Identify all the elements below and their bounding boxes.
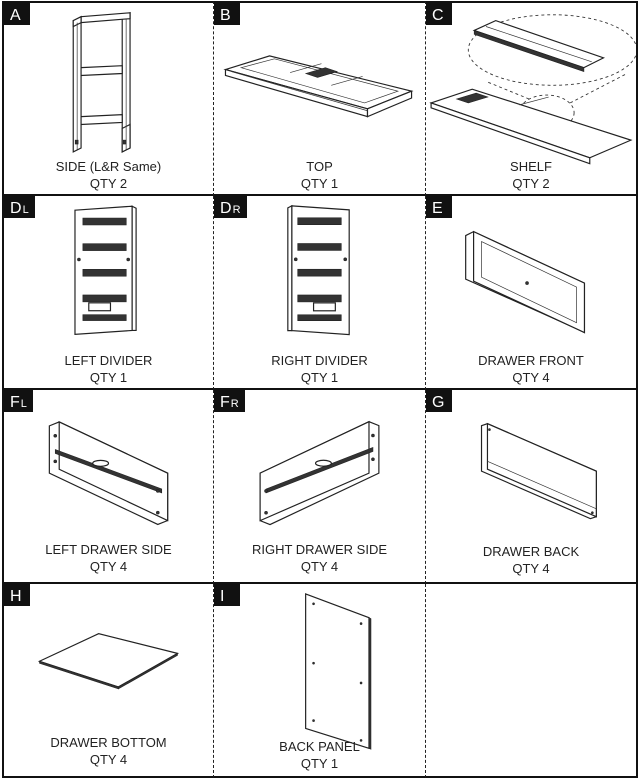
part-letter-badge: A [4, 3, 30, 25]
top-panel-illustration [223, 55, 414, 118]
part-name: LEFT DIVIDER [64, 353, 153, 368]
right-divider-illustration [287, 204, 350, 336]
part-caption: SHELF QTY 2 [426, 158, 636, 192]
part-cell-drawer-front: E DRAWER FRONT QTY 4 [426, 196, 638, 390]
part-letter-badge: I [214, 584, 240, 606]
part-name: DRAWER FRONT [478, 353, 584, 368]
part-name: DRAWER BOTTOM [50, 735, 167, 750]
part-name: LEFT DRAWER SIDE [45, 542, 172, 557]
part-cell-side: A SIDE (L&R Same) QTY 2 [2, 1, 214, 196]
part-name: BACK PANEL [279, 739, 360, 754]
part-name: RIGHT DRAWER SIDE [251, 542, 388, 557]
part-cell-shelf: C SHELF QTY 2 [426, 1, 638, 196]
part-caption: DRAWER FRONT QTY 4 [426, 352, 636, 386]
part-letter-badge: G [426, 390, 452, 412]
part-caption: BACK PANEL QTY 1 [214, 738, 425, 772]
part-caption: RIGHT DRAWER SIDE QTY 4 [214, 541, 425, 575]
part-caption: DRAWER BACK QTY 4 [426, 543, 636, 577]
back-panel-illustration [305, 593, 372, 750]
part-quantity: QTY 4 [89, 752, 128, 767]
part-quantity: QTY 4 [89, 559, 128, 574]
shelf-illustration [429, 14, 636, 165]
drawer-back-illustration [480, 422, 597, 520]
part-quantity: QTY 1 [89, 370, 128, 385]
part-caption: LEFT DRAWER SIDE QTY 4 [4, 541, 213, 575]
drawer-bottom-illustration [37, 633, 180, 690]
part-quantity: QTY 1 [300, 176, 339, 191]
part-caption: LEFT DIVIDER QTY 1 [4, 352, 213, 386]
empty-cell [426, 584, 638, 778]
part-name: TOP [306, 159, 333, 174]
part-cell-back-panel: I BACK PANEL QTY 1 [214, 584, 426, 778]
part-letter-badge: C [426, 3, 452, 25]
part-quantity: QTY 2 [512, 176, 550, 191]
part-caption: DRAWER BOTTOM QTY 4 [4, 734, 213, 768]
part-caption: RIGHT DIVIDER QTY 1 [214, 352, 425, 386]
part-cell-drawer-back: G DRAWER BACK QTY 4 [426, 390, 638, 584]
part-name: RIGHT DIVIDER [271, 353, 368, 368]
part-letter-badge: B [214, 3, 240, 25]
part-cell-drawer-bottom: H DRAWER BOTTOM QTY 4 [2, 584, 214, 778]
part-name: SIDE (L&R Same) [55, 159, 162, 174]
part-quantity: QTY 1 [300, 756, 339, 771]
part-quantity: QTY 1 [300, 370, 339, 385]
part-quantity: QTY 2 [89, 176, 128, 191]
part-cell-top: B TOP QTY 1 [214, 1, 426, 196]
part-caption: TOP QTY 1 [214, 158, 425, 192]
part-letter-badge: E [426, 196, 452, 218]
drawer-front-illustration [465, 230, 586, 334]
part-caption: SIDE (L&R Same) QTY 2 [4, 158, 213, 192]
left-divider-illustration [74, 205, 137, 336]
part-quantity: QTY 4 [300, 559, 339, 574]
side-panel-illustration [72, 11, 131, 153]
part-quantity: QTY 4 [512, 561, 550, 576]
right-drawer-side-illustration [259, 420, 380, 526]
part-quantity: QTY 4 [512, 370, 550, 385]
part-name: DRAWER BACK [482, 544, 580, 559]
part-letter-badge: H [4, 584, 30, 606]
left-drawer-side-illustration [48, 420, 169, 526]
part-name: SHELF [510, 159, 552, 174]
